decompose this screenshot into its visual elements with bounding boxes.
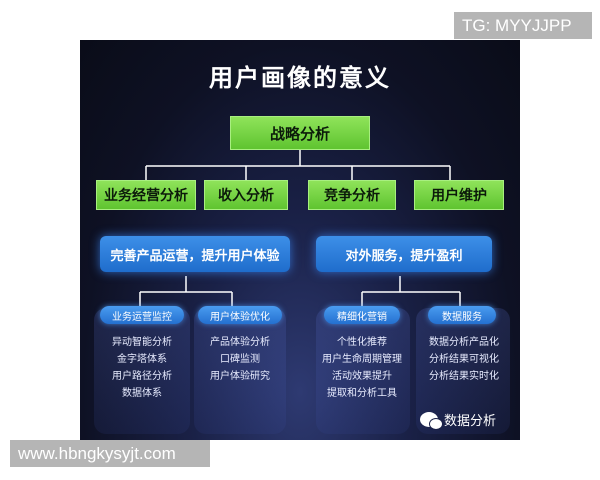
connector-lines <box>139 150 461 306</box>
watermark-top: TG: MYYJJPP <box>454 12 592 39</box>
list-item: 提取和分析工具 <box>327 388 397 399</box>
list-item: 用户体验研究 <box>210 371 270 382</box>
brand-label: 数据分析 <box>444 414 497 429</box>
node-root: 战略分析 <box>230 116 370 150</box>
list-item: 分析结果实时化 <box>429 371 499 382</box>
list-item: 分析结果可视化 <box>429 354 499 365</box>
pill-data-service: 数据服务 <box>428 306 496 324</box>
watermark-bottom: www.hbngkysyjt.com <box>10 440 210 467</box>
pill-business-monitoring: 业务运营监控 <box>100 306 184 324</box>
list-item: 数据分析产品化 <box>429 337 499 348</box>
card-ux-optimization <box>194 308 286 434</box>
diagram-panel: 用户画像的意义 战略分析 业务经营分析 收入分析 竞争分析 用户维护 完善产品运… <box>80 40 520 440</box>
node-level1-revenue: 收入分析 <box>204 180 288 210</box>
node-group-external-service: 对外服务，提升盈利 <box>316 236 492 272</box>
wechat-icon <box>420 412 443 430</box>
card-business-monitoring <box>94 308 190 434</box>
node-level1-user-maintenance: 用户维护 <box>414 180 504 210</box>
list-item: 数据体系 <box>122 388 162 399</box>
list-ux-optimization: 产品体验分析 口碑监测 用户体验研究 <box>190 334 290 385</box>
list-item: 异动智能分析 <box>112 337 172 348</box>
brand-mark: 数据分析 <box>420 410 497 430</box>
pill-precision-marketing: 精细化营销 <box>324 306 400 324</box>
node-level1-business: 业务经营分析 <box>96 180 196 210</box>
list-item: 金字塔体系 <box>117 354 167 365</box>
list-item: 用户路径分析 <box>112 371 172 382</box>
list-data-service: 数据分析产品化 分析结果可视化 分析结果实时化 <box>414 334 514 385</box>
card-precision-marketing <box>316 308 410 434</box>
list-item: 口碑监测 <box>220 354 260 365</box>
list-precision-marketing: 个性化推荐 用户生命周期管理 活动效果提升 提取和分析工具 <box>312 334 412 402</box>
diagram-title: 用户画像的意义 <box>209 64 391 92</box>
list-item: 产品体验分析 <box>210 337 270 348</box>
list-item: 个性化推荐 <box>337 337 387 348</box>
pill-ux-optimization: 用户体验优化 <box>198 306 282 324</box>
list-item: 活动效果提升 <box>332 371 392 382</box>
list-item: 用户生命周期管理 <box>322 354 402 365</box>
list-business-monitoring: 异动智能分析 金字塔体系 用户路径分析 数据体系 <box>92 334 192 402</box>
node-group-product-ops: 完善产品运营，提升用户体验 <box>100 236 290 272</box>
node-level1-competition: 竞争分析 <box>308 180 396 210</box>
